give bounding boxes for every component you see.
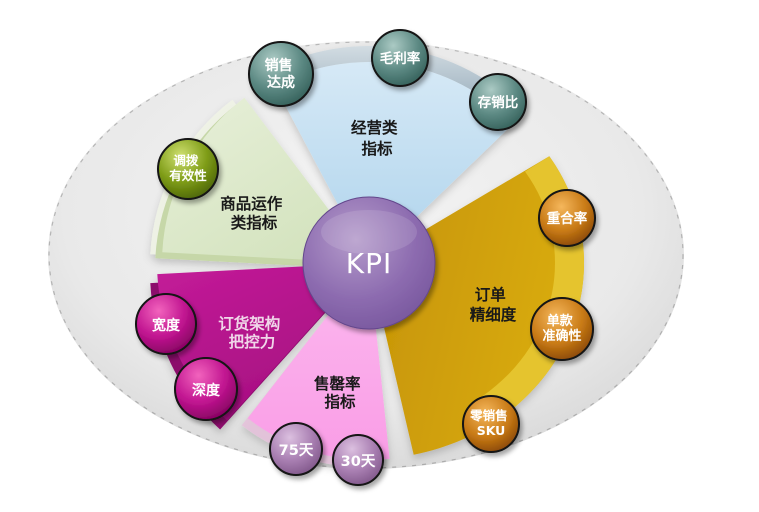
bubble-width: 宽度: [135, 293, 197, 355]
bubble-gross-margin-rate-label: 毛利率: [380, 50, 421, 67]
bubble-days-30: 30天: [332, 434, 384, 486]
bubble-single-style-accuracy-label: 单款 准确性: [542, 313, 581, 344]
bubble-overlap-rate-label: 重合率: [547, 210, 588, 227]
kpi-center-label: KPI: [346, 247, 393, 280]
bubble-depth-label: 深度: [192, 382, 221, 399]
bubble-sales-achievement-circle: [248, 41, 314, 107]
bubble-single-style-accuracy: 单款 准确性: [530, 297, 594, 361]
bubble-width-label: 宽度: [152, 317, 181, 334]
bubble-zero-sales-sku-circle: [462, 395, 520, 453]
kpi-center-highlight: [321, 210, 417, 254]
bubble-zero-sales-sku-label: 零销售 SKU: [469, 408, 512, 438]
wedge-operating-indicators-face: [274, 61, 514, 263]
bubble-allocation-effectiveness-label: 调拨 有效性: [169, 153, 207, 183]
wedge-operating-indicators: [267, 46, 526, 263]
wedge-operating-indicators-rim: [267, 46, 526, 124]
wedge-label-order-structure-control: 订货架构 把控力: [218, 314, 285, 351]
bubble-stock-to-sales-ratio: 存销比: [469, 73, 527, 131]
bubble-allocation-effectiveness: 调拨 有效性: [157, 138, 219, 200]
bubble-sales-achievement: 销售 达成: [248, 41, 314, 107]
bubble-days-75-label: 75天: [279, 442, 314, 459]
bubble-zero-sales-sku: 零销售 SKU: [462, 395, 520, 453]
bubble-depth: 深度: [174, 357, 238, 421]
bubble-single-style-accuracy-circle: [530, 297, 594, 361]
bubble-days-30-label: 30天: [341, 453, 376, 470]
bubble-overlap-rate-circle: [538, 189, 596, 247]
wedge-label-operating-indicators: 经营类 指标: [351, 118, 403, 158]
bubble-gross-margin-rate: 毛利率: [371, 29, 429, 87]
bubble-width-circle: [135, 293, 197, 355]
wedge-label-merchandise-operation: 商品运作 类指标: [220, 194, 287, 232]
bubble-days-30-circle: [332, 434, 384, 486]
wedge-label-sellout-rate: 售罄率 指标: [314, 374, 366, 411]
wedge-label-order-precision: 订单 精细度: [470, 285, 517, 324]
bubble-days-75-circle: [269, 422, 323, 476]
bubble-stock-to-sales-ratio-label: 存销比: [478, 94, 519, 111]
bubble-overlap-rate: 重合率: [538, 189, 596, 247]
kpi-center-circle: [302, 196, 436, 330]
bubble-allocation-effectiveness-circle: [157, 138, 219, 200]
bubble-stock-to-sales-ratio-circle: [469, 73, 527, 131]
bubble-gross-margin-rate-circle: [371, 29, 429, 87]
bubble-sales-achievement-label: 销售 达成: [265, 57, 298, 91]
wedge-merchandise-operation: [150, 97, 369, 269]
bubble-depth-circle: [174, 357, 238, 421]
bubble-days-75: 75天: [269, 422, 323, 476]
kpi-center: KPI: [302, 196, 436, 330]
